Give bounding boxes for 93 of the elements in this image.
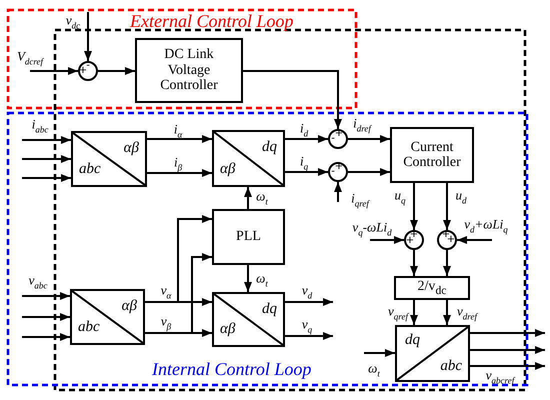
block-label: DC Link Voltage Controller: [159, 47, 219, 94]
summing-junction: [404, 230, 424, 250]
arrow: [22, 313, 70, 321]
arrow: [145, 298, 212, 306]
arrow: [244, 265, 252, 292]
transform-block: [395, 325, 470, 382]
arrow: [470, 329, 545, 337]
frame-label: dq: [262, 302, 277, 317]
arrow: [147, 135, 212, 143]
transform-block: [71, 131, 147, 187]
edge-label: i$_{dref}$: [353, 116, 371, 134]
signal-label: v$_{abc}$: [28, 274, 48, 290]
arrow: [98, 67, 135, 75]
arrow: [410, 183, 418, 230]
controller-block: [212, 209, 285, 265]
frame-label: abc: [79, 162, 101, 177]
edge-label: i$_{d}$: [300, 122, 308, 138]
edge-label: v$_{d}$+ωLi$_{q}$: [464, 218, 508, 234]
block-label: PLL: [236, 229, 261, 245]
frame-label: αβ: [220, 322, 236, 337]
summing-junction: [328, 129, 348, 149]
arrow: [285, 135, 328, 143]
sign-label: -: [331, 134, 335, 144]
controller-block: [394, 276, 470, 300]
edge-label: v$_{dref}$: [457, 304, 477, 322]
arrow: [147, 169, 212, 177]
edge-label: v$_{β}$: [160, 314, 172, 332]
frame-label: αβ: [124, 141, 139, 156]
arrow: [348, 168, 390, 176]
arrow: [285, 298, 333, 306]
summing-junction: [437, 230, 457, 250]
loop-title: External Control Loop: [130, 12, 294, 30]
arrow: [470, 362, 545, 370]
arrow: [334, 182, 342, 202]
arrow: [22, 292, 70, 300]
arrow: [364, 349, 395, 357]
arrow: [370, 236, 404, 244]
transform-block: [212, 292, 285, 347]
arrow: [22, 155, 71, 163]
arrow: [285, 332, 333, 340]
edge-label: v$_{abcref}$: [486, 368, 514, 386]
arrow: [348, 135, 390, 143]
arrow: [457, 236, 492, 244]
edge-label: i$_{α}$: [174, 122, 182, 140]
edge-label: ω$_{t}$: [256, 272, 268, 288]
edge-label: u$_{q}$: [394, 188, 406, 206]
arrow: [443, 300, 451, 325]
controller-block: [135, 38, 243, 103]
edge-label: u$_{d}$: [456, 188, 466, 206]
arrow: [22, 333, 70, 341]
frame-label: αβ: [220, 162, 236, 177]
sign-label: -: [86, 61, 90, 71]
sign-label: -: [331, 167, 335, 177]
edge-label: v$_{dc}$: [66, 14, 80, 30]
arrow: [443, 250, 451, 276]
arrow: [84, 12, 92, 61]
loop-title: Internal Control Loop: [152, 360, 312, 378]
frame-label: abc: [440, 359, 462, 374]
edge-label: ω$_{t}$: [256, 190, 268, 206]
frame-label: abc: [78, 320, 100, 335]
transform-block: [212, 130, 285, 187]
arrow: [410, 250, 418, 276]
edge-label: v$_{d}$: [302, 284, 312, 300]
arrow: [443, 183, 451, 230]
edge-label: i$_{β}$: [174, 156, 182, 172]
edge-label: v$_{qref}$: [388, 304, 408, 322]
frame-label: dq: [262, 140, 277, 155]
arrow: [470, 346, 545, 354]
edge-label: v$_{α}$: [160, 284, 172, 300]
frame-label: dq: [405, 333, 420, 348]
arrow: [22, 174, 71, 182]
edge-label: i$_{qref}$: [351, 192, 369, 208]
edge-label: v$_{q}$-ωLi$_{d}$: [352, 220, 392, 238]
edge-label: v$_{q}$: [302, 318, 312, 334]
transform-block: [70, 289, 145, 345]
block-label: Current Controller: [402, 140, 462, 170]
sign-label: +: [78, 66, 88, 76]
arrow: [22, 136, 71, 144]
arrow: [244, 187, 252, 209]
controller-block: [390, 127, 474, 183]
edge-label: V$_{dcref}$: [16, 50, 44, 66]
summing-junction: [78, 61, 98, 81]
frame-label: αβ: [122, 299, 137, 314]
signal-label: i$_{abc}$: [32, 118, 48, 134]
arrow: [243, 70, 342, 129]
arrow: [30, 67, 78, 75]
block-label: 2/v$_{dc}$: [418, 278, 446, 298]
arrow: [410, 300, 418, 325]
edge-label: ω$_{t}$: [368, 362, 380, 378]
arrow: [285, 168, 328, 176]
sign-label: +: [446, 235, 456, 245]
sign-label: +: [406, 236, 414, 246]
summing-junction: [328, 162, 348, 182]
